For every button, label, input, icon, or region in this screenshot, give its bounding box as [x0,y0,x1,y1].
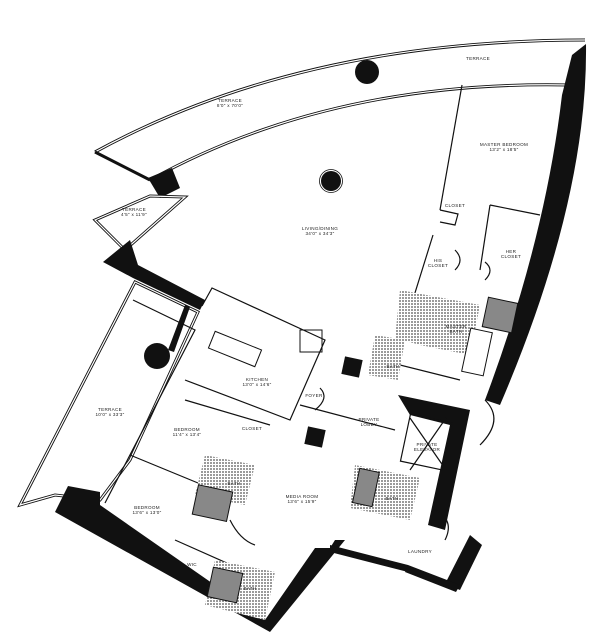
svg-text:CLOSET: CLOSET [428,263,448,268]
label-bath-2: BATH [227,481,240,486]
label-master-bath: MASTER BATH [446,324,467,334]
svg-text:ELEVATOR: ELEVATOR [414,447,441,452]
label-terrace-top: TERRACE [466,56,490,61]
elevator-car [399,413,453,471]
terrace-top-outline [94,38,586,182]
label-terrace-main: TERRACE 8'0" x 70'0" [217,98,243,108]
label-laundry: LAUNDRY [408,549,432,554]
exterior-wall-w [103,240,205,310]
label-private-elevator: PRIVATE ELEVATOR [414,442,441,452]
column [355,60,379,84]
svg-text:TERRACE: TERRACE [122,207,146,212]
label-private-lobby: PRIVATE LOBBY [358,417,379,427]
svg-text:13'6" x 15'9": 13'6" x 15'9" [287,499,316,504]
label-kitchen: KITCHEN 13'0" x 14'6" [242,377,271,387]
column [144,343,170,369]
svg-text:LOBBY: LOBBY [361,422,378,427]
label-wic: WIC [187,562,197,567]
exterior-wall-south [55,486,345,632]
terrace-small-outline [92,194,189,253]
svg-text:11'4" x 13'4": 11'4" x 13'4" [173,432,202,437]
svg-text:TERRACE: TERRACE [466,56,490,61]
label-bath: BATH [386,364,399,369]
svg-text:TERRACE: TERRACE [218,98,242,103]
svg-text:KITCHEN: KITCHEN [246,377,268,382]
svg-text:34'0" x 34'3": 34'0" x 34'3" [305,231,334,236]
label-her-closet: HER CLOSET [501,249,521,259]
master-bath-floor [395,290,480,355]
svg-text:BATH: BATH [449,329,462,334]
label-closet-2: CLOSET [242,426,262,431]
exterior-wall-nw [148,168,180,198]
svg-text:10'0" x 33'3": 10'0" x 33'3" [95,412,124,417]
bathtub [461,327,493,377]
label-bath-4: BATH [243,586,256,591]
label-terrace-left: TERRACE 10'0" x 33'3" [95,407,124,417]
svg-text:LIVING/DINING: LIVING/DINING [302,226,338,231]
label-living-dining: LIVING/DINING 34'0" x 34'3" [302,226,338,236]
svg-text:HIS: HIS [434,258,443,263]
svg-text:CLOSET: CLOSET [501,254,521,259]
elevator-core-wall [398,395,470,530]
column [321,171,341,191]
label-master-bedroom: MASTER BEDROOM 13'2" x 18'5" [480,142,528,152]
exterior-wall-right [485,44,587,405]
svg-text:PRIVATE: PRIVATE [358,417,379,422]
svg-text:4'5" x 11'9": 4'5" x 11'9" [121,212,147,217]
svg-text:MASTER BEDROOM: MASTER BEDROOM [480,142,528,147]
svg-text:BEDROOM: BEDROOM [174,427,200,432]
label-bedroom-2: BEDROOM 13'6" x 13'0" [132,505,161,515]
svg-text:MEDIA ROOM: MEDIA ROOM [286,494,319,499]
svg-text:MASTER: MASTER [446,324,467,329]
svg-text:13'2" x 18'5": 13'2" x 18'5" [489,147,518,152]
svg-text:8'0" x 70'0": 8'0" x 70'0" [217,103,243,108]
svg-text:HER: HER [506,249,517,254]
svg-text:13'0" x 14'6": 13'0" x 14'6" [242,382,271,387]
label-media-room: MEDIA ROOM 13'6" x 15'9" [286,494,319,504]
label-his-closet: HIS CLOSET [428,258,448,268]
svg-text:PRIVATE: PRIVATE [416,442,437,447]
label-closet: CLOSET [445,203,465,208]
svg-text:TERRACE: TERRACE [98,407,122,412]
kitchen-island [207,330,263,368]
label-foyer: FOYER [305,393,323,398]
svg-text:13'6" x 13'0": 13'6" x 13'0" [132,510,161,515]
svg-text:BEDROOM: BEDROOM [134,505,160,510]
label-bedroom-1: BEDROOM 11'4" x 13'4" [173,427,202,437]
label-terrace-small: TERRACE 4'5" x 11'9" [121,207,147,217]
label-bath-3: BATH [385,496,398,501]
